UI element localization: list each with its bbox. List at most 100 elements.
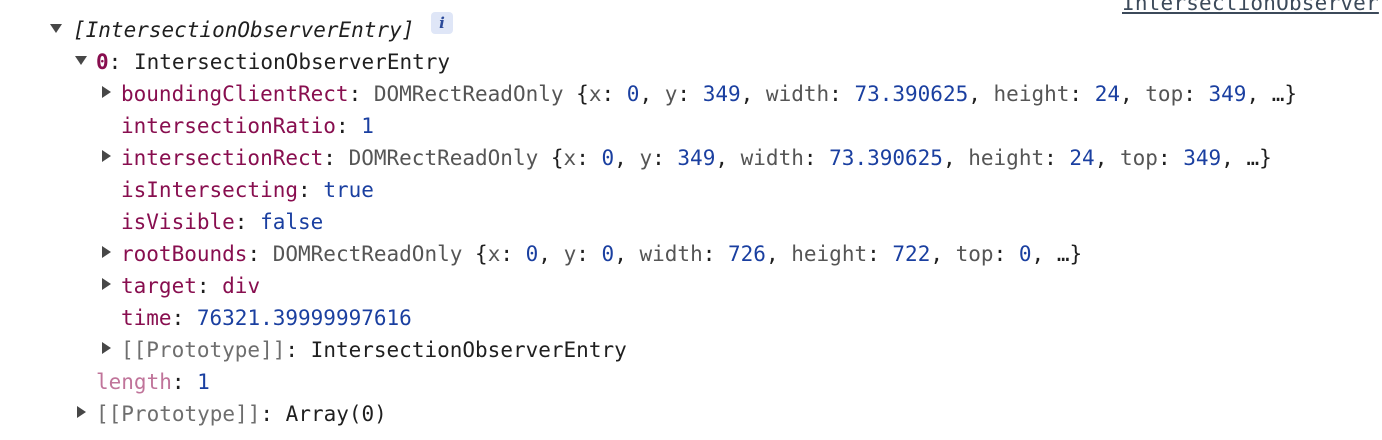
colon: :: [335, 114, 362, 138]
property-content: rootBounds: DOMRectReadOnly {x: 0, y: 0,…: [121, 238, 1082, 270]
separator: ,: [1031, 242, 1057, 266]
preview-key: width: [740, 146, 804, 170]
preview-key: y: [563, 242, 577, 266]
colon: :: [171, 306, 197, 330]
expand-arrow-right-icon[interactable]: [99, 78, 113, 110]
property-content: boundingClientRect: DOMRectReadOnly {x: …: [121, 78, 1297, 110]
preview-key: x: [588, 82, 602, 106]
preview-key: x: [487, 242, 501, 266]
ellipsis: …}: [1246, 146, 1272, 170]
colon: :: [576, 146, 602, 170]
preview-key: width: [765, 82, 830, 106]
preview-value: 349: [677, 146, 716, 170]
ellipsis: …}: [1271, 82, 1298, 106]
colon: :: [323, 146, 349, 170]
expand-arrow-right-icon[interactable]: [99, 334, 113, 366]
property-content: target: div: [121, 270, 260, 302]
colon: :: [348, 82, 374, 106]
separator: ,: [538, 242, 564, 266]
colon: :: [677, 82, 703, 106]
property-content: time: 76321.39999997616: [121, 302, 412, 334]
separator: ,: [968, 82, 994, 106]
colon: :: [993, 242, 1019, 266]
expand-arrow-down-icon[interactable]: [74, 46, 88, 78]
colon: :: [196, 274, 223, 298]
preview-key: x: [563, 146, 577, 170]
colon: :: [652, 146, 678, 170]
preview-key: y: [639, 146, 653, 170]
separator: ,: [1246, 82, 1272, 106]
ellipsis: …}: [1056, 242, 1083, 266]
separator: ,: [639, 82, 665, 106]
info-icon[interactable]: i: [431, 12, 453, 34]
property-value: div: [222, 274, 261, 298]
length-value: 1: [197, 370, 210, 394]
separator: ,: [614, 242, 640, 266]
preview-value: 0: [601, 242, 615, 266]
expand-arrow-down-icon[interactable]: [49, 14, 63, 46]
separator: ,: [942, 146, 969, 170]
preview-value: 0: [1018, 242, 1032, 266]
property-value: 1: [361, 114, 374, 138]
property-type: DOMRectReadOnly: [272, 242, 463, 266]
property-value: true: [323, 178, 374, 202]
preview-value: 0: [601, 146, 615, 170]
colon: :: [1157, 146, 1184, 170]
expand-arrow-right-icon[interactable]: [99, 238, 113, 270]
brace-open: {: [462, 242, 488, 266]
preview-key: y: [664, 82, 678, 106]
colon: :: [867, 242, 893, 266]
length-key: length: [96, 370, 172, 394]
preview-value: 24: [1094, 82, 1120, 106]
expand-arrow-right-icon[interactable]: [74, 398, 88, 430]
colon: :: [298, 178, 324, 202]
array-prototype-value: Array(0): [285, 402, 387, 426]
entry-type: IntersectionObserverEntry: [133, 50, 451, 74]
preview-value: 722: [892, 242, 931, 266]
separator: ,: [740, 82, 766, 106]
property-content: isVisible: false: [121, 206, 323, 238]
preview-value: 349: [1183, 146, 1222, 170]
colon: :: [1044, 146, 1070, 170]
preview-value: 24: [1069, 146, 1095, 170]
property-key: boundingClientRect: [121, 82, 349, 106]
preview-value: 349: [702, 82, 741, 106]
colon: :: [601, 82, 627, 106]
separator: ,: [715, 146, 741, 170]
colon: :: [1183, 82, 1209, 106]
property-content: [[Prototype]]: IntersectionObserverEntry: [121, 334, 627, 366]
separator: ,: [1221, 146, 1247, 170]
brace-open: {: [563, 82, 589, 106]
source-link[interactable]: IntersectionObserver: [1122, 0, 1379, 15]
expand-arrow-right-icon[interactable]: [99, 270, 113, 302]
preview-value: 726: [728, 242, 766, 266]
preview-value: 349: [1208, 82, 1247, 106]
property-key: time: [121, 306, 172, 330]
property-value: 76321.39999997616: [196, 306, 412, 330]
property-type: DOMRectReadOnly: [373, 82, 564, 106]
preview-value: 0: [626, 82, 640, 106]
property-key: isIntersecting: [121, 178, 299, 202]
property-value: false: [260, 210, 324, 234]
preview-key: height: [968, 146, 1045, 170]
colon: :: [702, 242, 729, 266]
expand-arrow-right-icon[interactable]: [99, 142, 113, 174]
property-type: DOMRectReadOnly: [348, 146, 539, 170]
preview-value: 73.390625: [829, 146, 943, 170]
property-content: intersectionRect: DOMRectReadOnly {x: 0,…: [121, 142, 1272, 174]
colon: :: [108, 50, 134, 74]
property-key: intersectionRatio: [121, 114, 336, 138]
separator: ,: [1119, 82, 1146, 106]
colon: :: [829, 82, 855, 106]
property-key: intersectionRect: [121, 146, 324, 170]
root-array-label: [IntersectionObserverEntry]: [73, 18, 415, 42]
property-value: IntersectionObserverEntry: [310, 338, 627, 362]
entry-index: 0: [96, 50, 109, 74]
property-key: isVisible: [121, 210, 235, 234]
property-key: [[Prototype]]: [121, 338, 286, 362]
property-key: rootBounds: [121, 242, 248, 266]
property-content: intersectionRatio: 1: [121, 110, 374, 142]
preview-key: top: [955, 242, 994, 266]
preview-key: width: [639, 242, 703, 266]
preview-value: 0: [525, 242, 539, 266]
